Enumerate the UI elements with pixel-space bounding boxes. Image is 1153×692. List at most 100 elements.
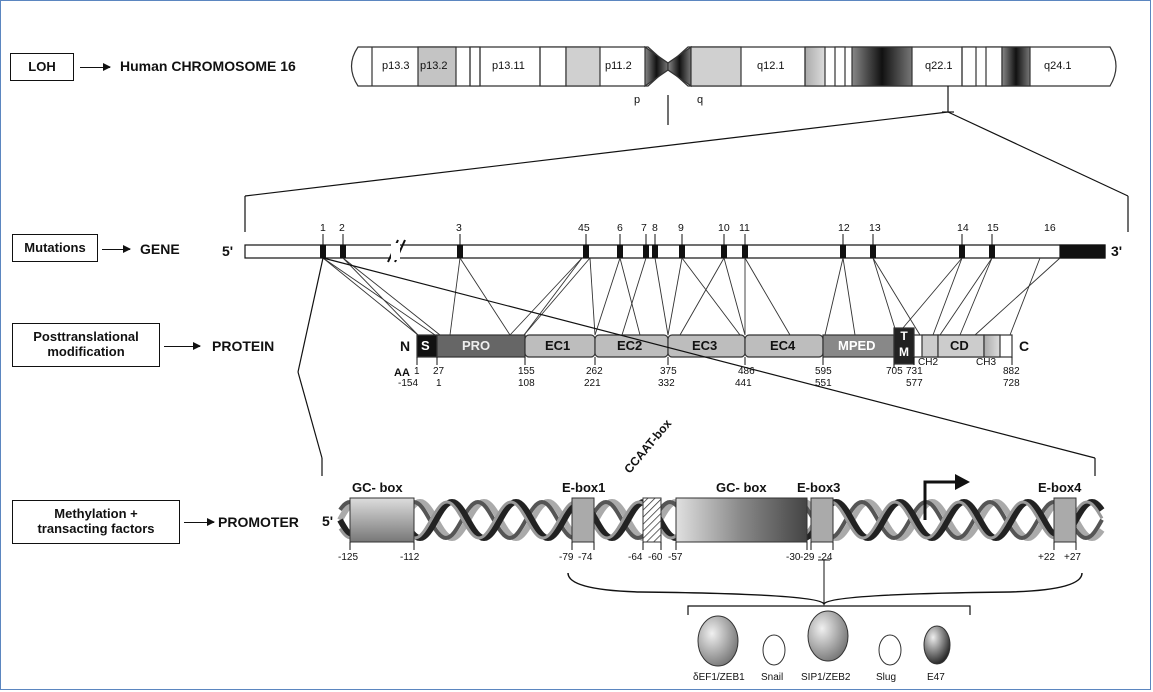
transcription-start-arrowhead bbox=[955, 474, 970, 490]
promoter-position: -57 bbox=[668, 552, 682, 563]
sub-ch3: CH3 bbox=[976, 357, 996, 368]
aa-position-bottom: 577 bbox=[906, 378, 923, 389]
band-p13-11: p13.11 bbox=[492, 60, 525, 72]
protein-n-terminus: N bbox=[400, 338, 410, 354]
factor-e47-shape bbox=[924, 626, 950, 664]
band-p13-3: p13.3 bbox=[382, 60, 410, 72]
loh-arrow bbox=[80, 67, 110, 68]
factor-slug-shape bbox=[879, 635, 901, 665]
exon-number: 1 bbox=[320, 222, 326, 234]
exon-mark bbox=[742, 245, 748, 258]
aa-position-top: 595 bbox=[815, 366, 832, 377]
promoter-position: +22 bbox=[1038, 552, 1055, 563]
zoom-lines-chromosome bbox=[245, 86, 1128, 232]
arm-q-label: q bbox=[697, 94, 703, 106]
promoter-ticks bbox=[350, 542, 1076, 550]
promoter-position: -79 bbox=[559, 552, 573, 563]
factor-slug-name: Slug bbox=[876, 672, 896, 683]
element-gc-box-2: GC- box bbox=[716, 480, 767, 495]
aa-position-bottom: -154 bbox=[398, 378, 418, 389]
exon-number: 15 bbox=[987, 222, 999, 234]
exon-number: 2 bbox=[339, 222, 345, 234]
aa-position-bottom: 332 bbox=[658, 378, 675, 389]
protein-label: PROTEIN bbox=[212, 338, 274, 354]
promoter-5prime: 5' bbox=[322, 513, 333, 529]
mutations-arrow bbox=[102, 249, 130, 250]
exon-mark bbox=[870, 245, 876, 258]
factor-zeb2-shape bbox=[808, 611, 848, 661]
protein-c-terminus: C bbox=[1019, 338, 1029, 354]
arm-p-label: p bbox=[634, 94, 640, 106]
aa-position-top: 27 bbox=[433, 366, 444, 377]
exon-number: 7 bbox=[641, 222, 647, 234]
domain-mped: MPED bbox=[838, 338, 876, 353]
promoter-position: -74 bbox=[578, 552, 592, 563]
modification-arrow bbox=[164, 346, 200, 347]
aa-position-bottom: 1 bbox=[436, 378, 442, 389]
exon-number: 8 bbox=[652, 222, 658, 234]
modification-box: Posttranslational modification bbox=[12, 323, 160, 367]
exon-number: 6 bbox=[617, 222, 623, 234]
domain-ec2: EC2 bbox=[617, 338, 642, 353]
exon-mark bbox=[340, 245, 346, 258]
gene-label: GENE bbox=[140, 241, 180, 257]
domain-pro: PRO bbox=[462, 338, 490, 353]
promoter-position: -125 bbox=[338, 552, 358, 563]
band-p13-2: p13.2 bbox=[420, 60, 448, 72]
promoter-label: PROMOTER bbox=[218, 514, 299, 530]
factor-snail-shape bbox=[763, 635, 785, 665]
aa-position-top: 882 bbox=[1003, 366, 1020, 377]
promoter-position: -30 bbox=[786, 552, 800, 563]
aa-position-top: 731 bbox=[906, 366, 923, 377]
aa-position-top: 155 bbox=[518, 366, 535, 377]
exon-number: 45 bbox=[578, 222, 590, 234]
promoter-position: -60 bbox=[648, 552, 662, 563]
exon-mark bbox=[679, 245, 685, 258]
factors-brace bbox=[568, 573, 1082, 604]
domain-ec4: EC4 bbox=[770, 338, 795, 353]
promoter-position: -29 bbox=[800, 552, 814, 563]
domain-tm: T M bbox=[897, 328, 911, 360]
exon-mark bbox=[643, 245, 649, 258]
aa-position-top: 486 bbox=[738, 366, 755, 377]
domain-s: S bbox=[421, 338, 430, 353]
band-q22-1: q22.1 bbox=[925, 60, 953, 72]
gene-bar bbox=[245, 240, 1105, 262]
exon-to-domain-lines bbox=[323, 258, 1060, 335]
loh-box: LOH bbox=[10, 53, 74, 81]
exon-mark bbox=[959, 245, 965, 258]
mutations-box: Mutations bbox=[12, 234, 98, 262]
factor-zeb1-name: δEF1/ZEB1 bbox=[693, 672, 745, 683]
aa-position-bottom: 441 bbox=[735, 378, 752, 389]
aa-position-top: 705 bbox=[886, 366, 903, 377]
exon-number: 10 bbox=[718, 222, 730, 234]
band-q12-1: q12.1 bbox=[757, 60, 785, 72]
domain-ec3: EC3 bbox=[692, 338, 717, 353]
factor-e47-name: E47 bbox=[927, 672, 945, 683]
factor-zeb1-shape bbox=[698, 616, 738, 666]
factor-snail-name: Snail bbox=[761, 672, 783, 683]
factor-zeb2-name: SIP1/ZEB2 bbox=[801, 672, 850, 683]
band-q24-1: q24.1 bbox=[1044, 60, 1072, 72]
exon-mark bbox=[652, 245, 658, 258]
aa-position-bottom: 221 bbox=[584, 378, 601, 389]
promoter-position: -24 bbox=[818, 552, 832, 563]
element-e-box3: E-box3 bbox=[797, 480, 840, 495]
promoter-position: -112 bbox=[400, 552, 419, 563]
aa-position-bottom: 551 bbox=[815, 378, 832, 389]
promoter-position: +27 bbox=[1064, 552, 1081, 563]
exon-mark bbox=[617, 245, 623, 258]
promoter-position: -64 bbox=[628, 552, 642, 563]
band-p11-2: p11.2 bbox=[605, 60, 632, 72]
aa-position-bottom: 728 bbox=[1003, 378, 1020, 389]
exon-mark bbox=[457, 245, 463, 258]
aa-position-top: 262 bbox=[586, 366, 603, 377]
exon-mark bbox=[840, 245, 846, 258]
gene-3prime: 3' bbox=[1111, 243, 1122, 259]
exon-number: 13 bbox=[869, 222, 881, 234]
exon-mark bbox=[583, 245, 589, 258]
aa-position-bottom: 108 bbox=[518, 378, 535, 389]
exon-number: 9 bbox=[678, 222, 684, 234]
domain-cd: CD bbox=[950, 338, 969, 353]
element-e-box4: E-box4 bbox=[1038, 480, 1081, 495]
